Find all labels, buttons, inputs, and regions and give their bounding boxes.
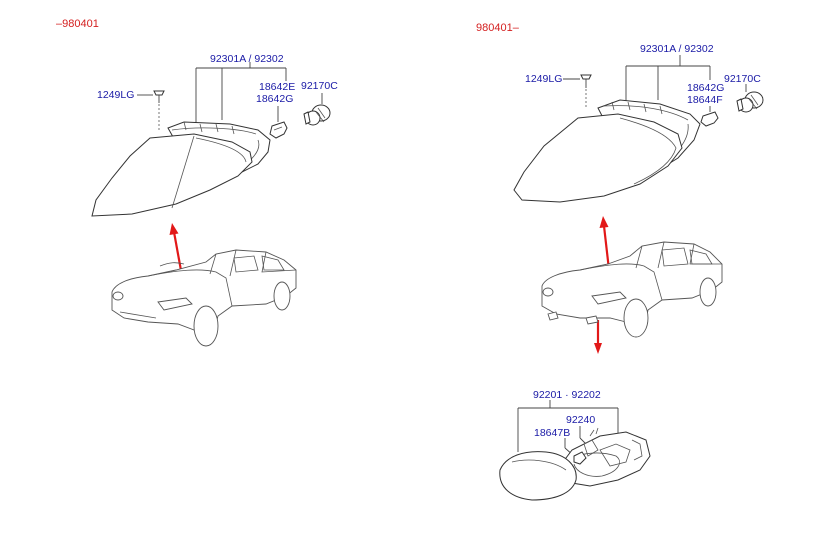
fog-leader-lines: [517, 400, 619, 457]
left-screw-label[interactable]: 1249LG: [97, 89, 135, 101]
fog-lamp-lens[interactable]: [499, 451, 577, 501]
fog-lamp-housing[interactable]: [559, 427, 651, 487]
left-corner-lamp[interactable]: [91, 121, 271, 217]
fog-assembly-label[interactable]: 92201 · 92202: [533, 389, 601, 401]
left-bulb[interactable]: [269, 121, 288, 139]
left-leader-lines: [137, 62, 323, 128]
right-bulb-label-2[interactable]: 18644F: [687, 94, 723, 106]
fog-bulb-label[interactable]: 18647B: [534, 427, 571, 439]
fog-socket-label[interactable]: 92240: [566, 414, 596, 426]
left-bulb-label-1[interactable]: 18642E: [259, 81, 296, 93]
right-bulb-label-1[interactable]: 18642G: [687, 82, 725, 94]
right-socket[interactable]: [736, 91, 764, 113]
range-label-left: –980401: [56, 18, 99, 30]
right-screw-label[interactable]: 1249LG: [525, 73, 563, 85]
left-car[interactable]: [111, 249, 297, 347]
left-assembly-label[interactable]: 92301A / 92302: [210, 53, 284, 65]
left-socket[interactable]: [303, 104, 331, 126]
fog-location-arrow: [594, 320, 602, 354]
fog-bulb[interactable]: [573, 451, 587, 465]
left-socket-label[interactable]: 92170C: [301, 80, 338, 92]
right-corner-lamp[interactable]: [513, 99, 701, 203]
left-screw[interactable]: [153, 90, 165, 130]
right-leader-lines: [563, 55, 747, 112]
right-bulb[interactable]: [700, 111, 719, 127]
right-socket-label[interactable]: 92170C: [724, 73, 761, 85]
range-label-right: 980401–: [476, 22, 519, 34]
right-screw[interactable]: [580, 74, 592, 108]
right-assembly-label[interactable]: 92301A / 92302: [640, 43, 714, 55]
right-car[interactable]: [541, 241, 723, 338]
left-bulb-label-2[interactable]: 18642G: [256, 93, 294, 105]
